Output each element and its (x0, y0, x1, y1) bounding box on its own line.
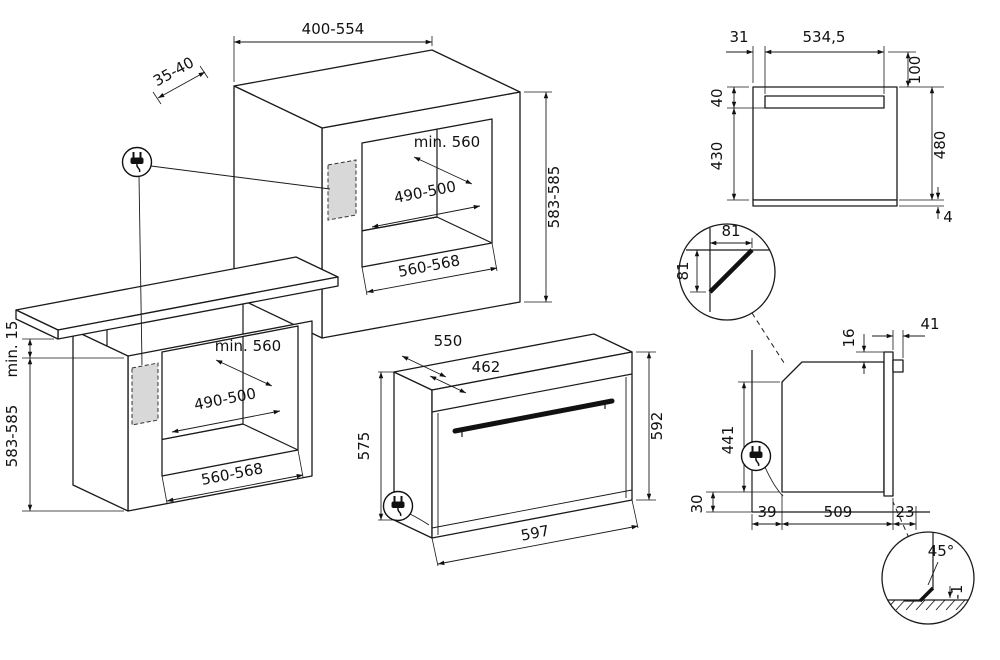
dim-label-body-depth: 509 (824, 503, 853, 521)
power-plug-icon (121, 146, 153, 178)
power-connection-zone-lower (131, 362, 159, 426)
handle-supports (461, 403, 606, 437)
detail-leader (892, 501, 910, 539)
dim-line-body-depth (429, 375, 467, 394)
dim-label-total-height: 480 (931, 131, 949, 160)
detail-leader (751, 312, 787, 367)
door-handle (452, 398, 615, 434)
dim-line-width (437, 525, 639, 565)
dim-label-door-drop: -1 (948, 585, 966, 600)
extension-lines (378, 351, 656, 567)
extension-lines (152, 36, 552, 303)
dim-line-niche-outer-width (366, 266, 498, 294)
rear-view: 31 534,5 100 40 430 480 4 (708, 28, 953, 226)
dim-label-depth: 550 (434, 332, 463, 350)
dim-label-door-angle: 45° (928, 542, 955, 560)
dim-label-niche-height: 583-585 (545, 166, 563, 229)
dim-label-niche-height: 583-585 (3, 405, 21, 468)
dim-label-top-width: 400-554 (302, 20, 365, 38)
angle-leader (927, 561, 939, 586)
plug-leader-upper (150, 165, 331, 190)
dim-label-top-zone: 100 (906, 56, 924, 85)
power-plug-icon (382, 490, 414, 522)
plug-leader-lower (138, 175, 143, 366)
dim-line-top-gap (157, 71, 206, 99)
dim-label-width: 597 (519, 522, 551, 545)
oven-door-profile (883, 351, 894, 497)
extension-lines (22, 338, 304, 512)
oven-base-lip (752, 199, 898, 207)
dim-label-rear-height: 441 (719, 426, 737, 455)
dim-line-niche-depth (413, 156, 473, 185)
power-connection-zone-upper (327, 159, 357, 221)
oven-dimensions-view: 550 462 575 592 597 (355, 332, 666, 567)
dim-label-handle-depth: 41 (920, 315, 939, 333)
dim-line-niche-width (171, 410, 281, 433)
dim-label-base-lip: 4 (943, 208, 953, 226)
door-chamfer-edge (918, 586, 935, 603)
oven-side-body (781, 361, 885, 493)
door-frame-lines (431, 377, 633, 535)
dim-label-bracket-width: 534,5 (803, 28, 846, 46)
cabinet-left-face (72, 329, 129, 512)
dim-label-body-depth: 462 (472, 358, 501, 376)
dim-label-body-height: 575 (355, 432, 373, 461)
control-panel-line (431, 373, 633, 413)
power-location-callout (121, 146, 331, 366)
dim-label-chamfer-height: 81 (674, 261, 692, 280)
dim-label-front-depth: 23 (895, 503, 914, 521)
detail-contents (884, 532, 972, 611)
power-plug-icon (740, 440, 772, 472)
dim-label-height: 592 (648, 412, 666, 441)
door-gap-detail: 45° -1 (881, 501, 975, 625)
dim-label-top-gap: 35-40 (150, 53, 197, 90)
dim-line-niche-depth (215, 359, 273, 387)
dim-label-chamfer-width: 81 (721, 222, 740, 240)
dim-label-offset-left: 31 (729, 28, 748, 46)
mounting-bracket (764, 95, 885, 109)
dim-label-niche-depth: min. 560 (215, 337, 281, 355)
dim-label-upper-height: 40 (708, 88, 726, 107)
handle-profile (892, 359, 904, 373)
dim-label-rear-clearance: 39 (757, 503, 776, 521)
dim-label-lower-height: 430 (708, 142, 726, 171)
dim-line-depth (401, 355, 447, 378)
dim-label-niche-width: 490-500 (393, 177, 458, 207)
chamfer-detail: 81 81 (674, 222, 787, 367)
worktop-left-end (15, 309, 59, 340)
dim-label-niche-width: 490-500 (193, 384, 258, 414)
chamfer-edge (708, 248, 754, 294)
undercounter-installation-view: min. 15 583-585 min. 560 490-500 560-568 (3, 256, 339, 512)
dim-line-niche-width (371, 205, 481, 228)
extension-lines (727, 46, 944, 207)
side-view: 16 41 441 30 39 509 23 (688, 315, 940, 530)
dim-line-niche-outer-width (166, 474, 304, 502)
plug-cable (764, 466, 784, 497)
dim-label-bottom-clearance: 30 (688, 494, 706, 513)
dim-label-worktop-gap: min. 15 (3, 321, 21, 378)
dim-label-niche-depth: min. 560 (414, 133, 480, 151)
dim-label-top-gap: 16 (840, 328, 858, 347)
